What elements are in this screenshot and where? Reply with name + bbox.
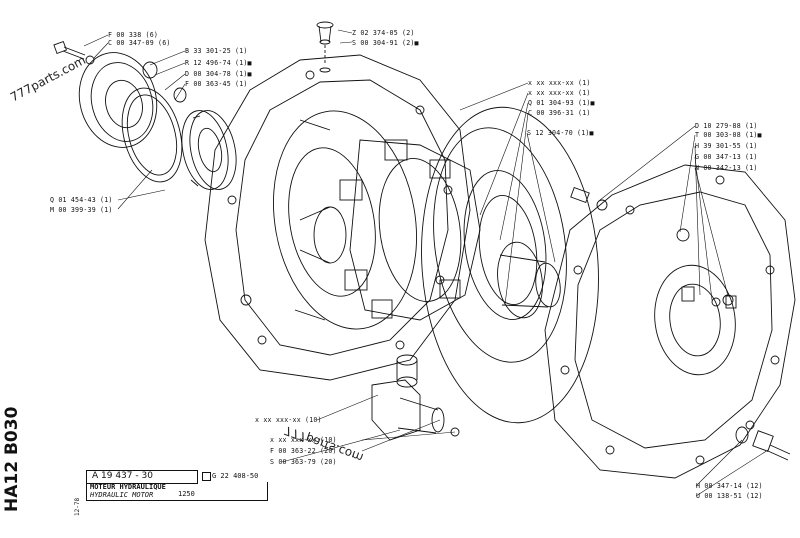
callout-left-group-0: B 33 301-25 (1) [185,47,248,55]
title-block-name-box [86,482,268,501]
alt-ref-checkbox [202,472,211,481]
callout-mid-single: S 12 304-70 (1)■ [527,129,594,137]
callout-left-group-2: D 00 304-78 (1)■ [185,70,252,78]
callout-mid-group-1: x xx xxx-xx (1) [528,89,591,97]
gasket-part [421,106,599,424]
callout-mid-group-3: C 00 396-31 (1) [528,109,591,117]
rear-cover-part [78,52,187,148]
title-block-alt-ref: G 22 408-50 [212,472,259,480]
callout-right-group-0: D 10 279-88 (1) [695,122,758,130]
leader-lines [83,29,769,497]
rotor-part [299,139,481,321]
main-housing-part [204,54,471,381]
callout-right-group-1: T 00 303-08 (1)■ [695,131,762,139]
callout-mid-group-0: x xx xxx-xx (1) [528,79,591,87]
front-flange-part [544,164,796,479]
title-block-ref-box [86,470,198,484]
callout-bottom-center-group-0: x xx xxx-xx (10) [270,436,337,444]
callout-top-mid-1: S 00 304-91 (2)■ [352,39,419,47]
title-block-code: 1250 [178,490,195,498]
valve-disk-part [433,127,567,363]
callout-bottom-center-single: x xx xxx-xx (10) [255,416,322,424]
callout-top-mid-0: Z 02 374-05 (2) [352,29,415,37]
flange-bolt-part [735,426,791,461]
left-bolt-part [53,40,95,65]
callout-left-group-3: F 00 363-45 (1) [185,80,248,88]
callout-right-group-3: G 00 347-13 (1) [695,153,758,161]
callout-right-group-2: H 39 301-55 (1) [695,142,758,150]
callout-right-group-4: N 00 342-13 (1) [695,164,758,172]
callout-left-low-0: Q 01 454-43 (1) [50,196,113,204]
callout-bottom-center-group-2: S 00 363-79 (20) [270,458,337,466]
title-block-name-en: HYDRAULIC MOTOR [90,491,154,499]
fitting-part [570,186,737,309]
callout-bottom-right-0: H 00 347-14 (12) [696,482,763,490]
seal-ring-part [121,87,183,183]
top-plug-part [316,21,334,73]
title-block-name-fr: MOTEUR HYDRAULIQUE [90,483,166,491]
title-block-ref-number: A 19 437 - 30 [92,471,153,481]
date-code: 12-78 [74,497,81,516]
callout-bottom-center-group-1: F 00 363-22 (20) [270,447,337,455]
callout-top-left-1: C 00 347-09 (6) [108,39,171,47]
callout-left-low-1: M 00 399-39 (1) [50,206,113,214]
callout-left-group-1: R 12 496-74 (1)■ [185,59,252,67]
drawing-vertical-title: HA12 B030 [2,406,22,512]
callout-top-left-0: F 00 338 (6) [108,31,159,39]
callout-mid-group-2: Q 01 304-93 (1)■ [528,99,595,107]
bearing-part [181,110,237,190]
callout-bottom-right-1: U 00 138-51 (12) [696,492,763,500]
valve-block-part [371,354,460,441]
